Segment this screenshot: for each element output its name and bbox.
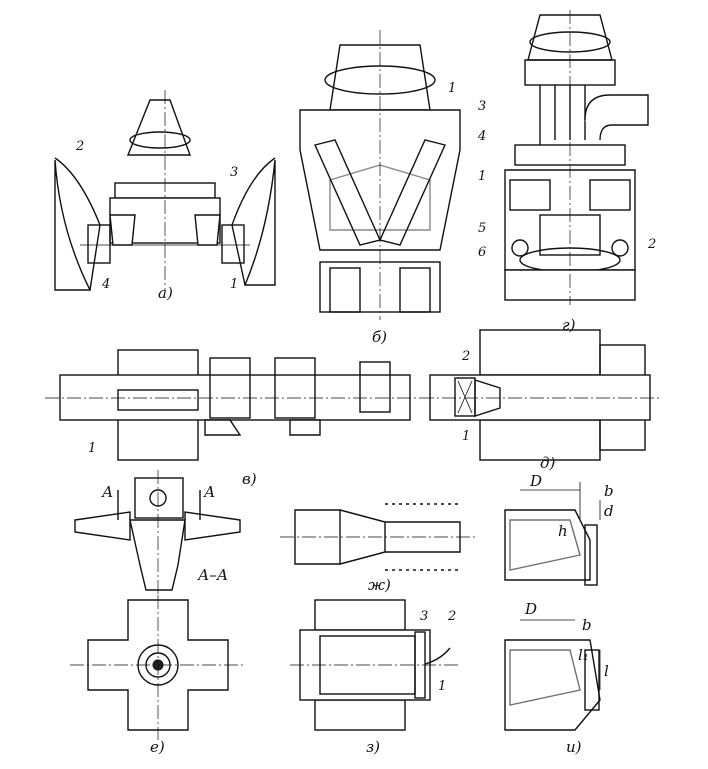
caption-i: и) — [566, 738, 582, 756]
callout-z-2: 2 — [447, 609, 456, 624]
callout-g-3: 3 — [478, 99, 486, 114]
callout-g-1: 1 — [478, 169, 486, 184]
callout-g-4: 4 — [477, 129, 486, 144]
callout-d-1: 1 — [462, 429, 470, 444]
dim-bottom-l1: l₁ — [578, 646, 589, 664]
caption-d: д) — [540, 454, 556, 472]
panel-i: D b d h D b l₁ l и) — [504, 472, 614, 756]
caption-e: е) — [150, 738, 165, 756]
panel-a: 2 3 4 1 а) — [54, 90, 276, 302]
section-label: А–А — [197, 566, 228, 584]
caption-z: з) — [366, 738, 380, 756]
callout-v-1: 1 — [88, 441, 96, 456]
caption-zh: ж) — [368, 576, 391, 594]
callout-a-4: 4 — [101, 277, 110, 292]
callout-a-2: 2 — [75, 139, 84, 154]
panel-zh: ж) — [280, 503, 475, 594]
callout-z-1: 1 — [438, 679, 446, 694]
callout-g-2: 2 — [647, 237, 656, 252]
panel-e: А А А–А е) — [70, 470, 245, 756]
callout-b-1: 1 — [448, 81, 456, 96]
panel-z: 3 2 1 з) — [290, 599, 460, 756]
callout-g-5: 5 — [478, 221, 486, 236]
dim-bottom-b: b — [582, 616, 592, 634]
panel-v: 1 в) — [45, 349, 420, 488]
caption-b: б) — [372, 328, 387, 346]
panel-d: 2 1 д) — [420, 329, 660, 472]
panel-g: 3 4 1 5 6 2 г) — [477, 10, 656, 334]
caption-v: в) — [242, 470, 257, 488]
dim-top-h: h — [558, 522, 568, 540]
dim-top-D: D — [529, 472, 542, 490]
dim-bottom-l: l — [604, 662, 609, 680]
dim-top-b: b — [604, 482, 614, 500]
callout-g-6: 6 — [478, 245, 486, 260]
section-mark-left: А — [101, 483, 113, 501]
section-mark-right: А — [203, 483, 215, 501]
callout-d-2: 2 — [461, 349, 470, 364]
caption-g: г) — [562, 316, 576, 334]
panel-b: 1 б) — [299, 30, 461, 346]
dim-bottom-D: D — [524, 600, 537, 618]
callout-a-1: 1 — [230, 277, 238, 292]
caption-a: а) — [158, 284, 173, 302]
callout-a-3: 3 — [230, 165, 238, 180]
callout-z-3: 3 — [420, 609, 428, 624]
dim-top-d: d — [604, 502, 614, 520]
